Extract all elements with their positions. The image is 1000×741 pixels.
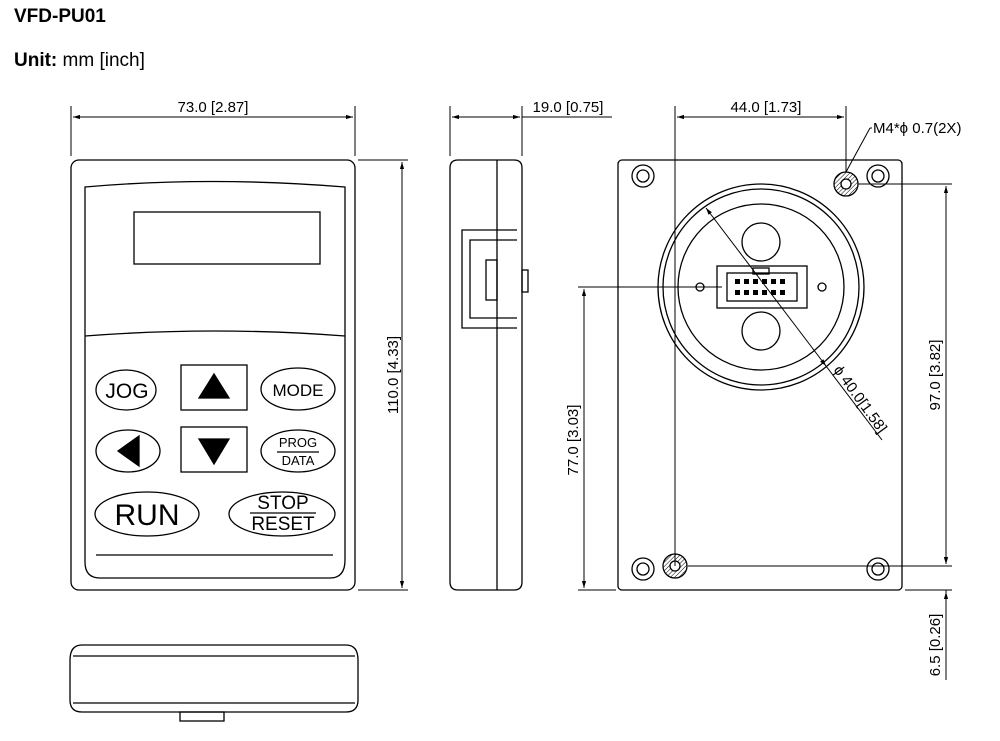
rear-connector [716, 265, 808, 309]
left-arrow-icon [116, 434, 140, 468]
rear-connector-inner [726, 272, 798, 302]
rear-diameter-label: ϕ 40.0[1.58] [830, 362, 890, 436]
side-connector [485, 259, 498, 301]
rear-pin-right [817, 282, 827, 292]
front-view [70, 159, 356, 591]
down-key[interactable] [180, 426, 248, 473]
front-dimension-lines [70, 106, 408, 591]
unit-label: Unit: mm [inch] [14, 50, 145, 72]
rear-connector-pins [735, 279, 785, 295]
unit-key: Unit: [14, 50, 58, 71]
side-clip-inner [469, 239, 517, 319]
bottom-tab [179, 711, 225, 722]
rear-bottom-offset-label: 6.5 [0.26] [927, 614, 944, 677]
bottom-outer-body [69, 644, 359, 713]
up-arrow-icon [197, 372, 231, 399]
model-title: VFD-PU01 [14, 6, 106, 27]
stop-reset-key[interactable] [228, 491, 336, 537]
bottom-view [69, 644, 359, 722]
rear-hole-top-left-inner [636, 169, 650, 183]
rear-dimension-lines [578, 106, 952, 680]
up-key[interactable] [180, 364, 248, 411]
lcd-display [133, 211, 321, 265]
rear-screw-label: M4*ϕ 0.7(2X) [873, 120, 961, 137]
jog-key[interactable] [95, 369, 157, 411]
data-label: DATA [282, 453, 315, 468]
run-key[interactable] [94, 491, 200, 537]
rear-port-bottom [741, 311, 781, 351]
rear-port-top [741, 222, 781, 262]
prog-data-key[interactable] [260, 429, 336, 473]
rear-hole-bottom-right [866, 557, 890, 581]
rear-hole-bottom-left [631, 557, 655, 581]
rear-view [617, 159, 903, 591]
rear-hole-bottom-left-inner [636, 562, 650, 576]
stop-label: STOP [257, 493, 308, 514]
side-clip-outer [461, 229, 517, 329]
down-arrow-icon [197, 438, 231, 466]
side-view [449, 159, 529, 591]
rear-screw-top-head [840, 178, 852, 190]
side-outer-body [449, 159, 523, 591]
rear-hole-top-right-inner [871, 169, 885, 183]
reset-label: RESET [251, 514, 315, 535]
mode-label: MODE [273, 381, 324, 400]
unit-value: mm [inch] [62, 50, 145, 71]
front-outer-body [70, 159, 356, 591]
side-depth-label: 19.0 [0.75] [533, 99, 604, 116]
rear-hole-top-right [866, 164, 890, 188]
front-width-label: 73.0 [2.87] [178, 99, 249, 116]
rear-outer-body [617, 159, 903, 591]
keypad-divider [84, 330, 346, 337]
rear-hole-vertical-label: 97.0 [3.82] [927, 340, 944, 411]
side-dimension-lines [449, 106, 612, 156]
rear-vertical-center-label: 77.0 [3.03] [565, 405, 582, 476]
left-key[interactable] [95, 429, 161, 473]
rear-hole-spacing-label: 44.0 [1.73] [731, 99, 802, 116]
prog-label: PROG [279, 435, 317, 450]
run-label: RUN [115, 499, 180, 532]
front-inner-bezel [84, 180, 346, 579]
rear-hole-bottom-right-inner [871, 562, 885, 576]
front-height-label: 110.0 [4.33] [385, 336, 402, 414]
mode-key[interactable] [260, 367, 336, 411]
side-connector-tab [521, 269, 529, 293]
jog-label: JOG [105, 380, 148, 403]
rear-hole-top-left [631, 164, 655, 188]
